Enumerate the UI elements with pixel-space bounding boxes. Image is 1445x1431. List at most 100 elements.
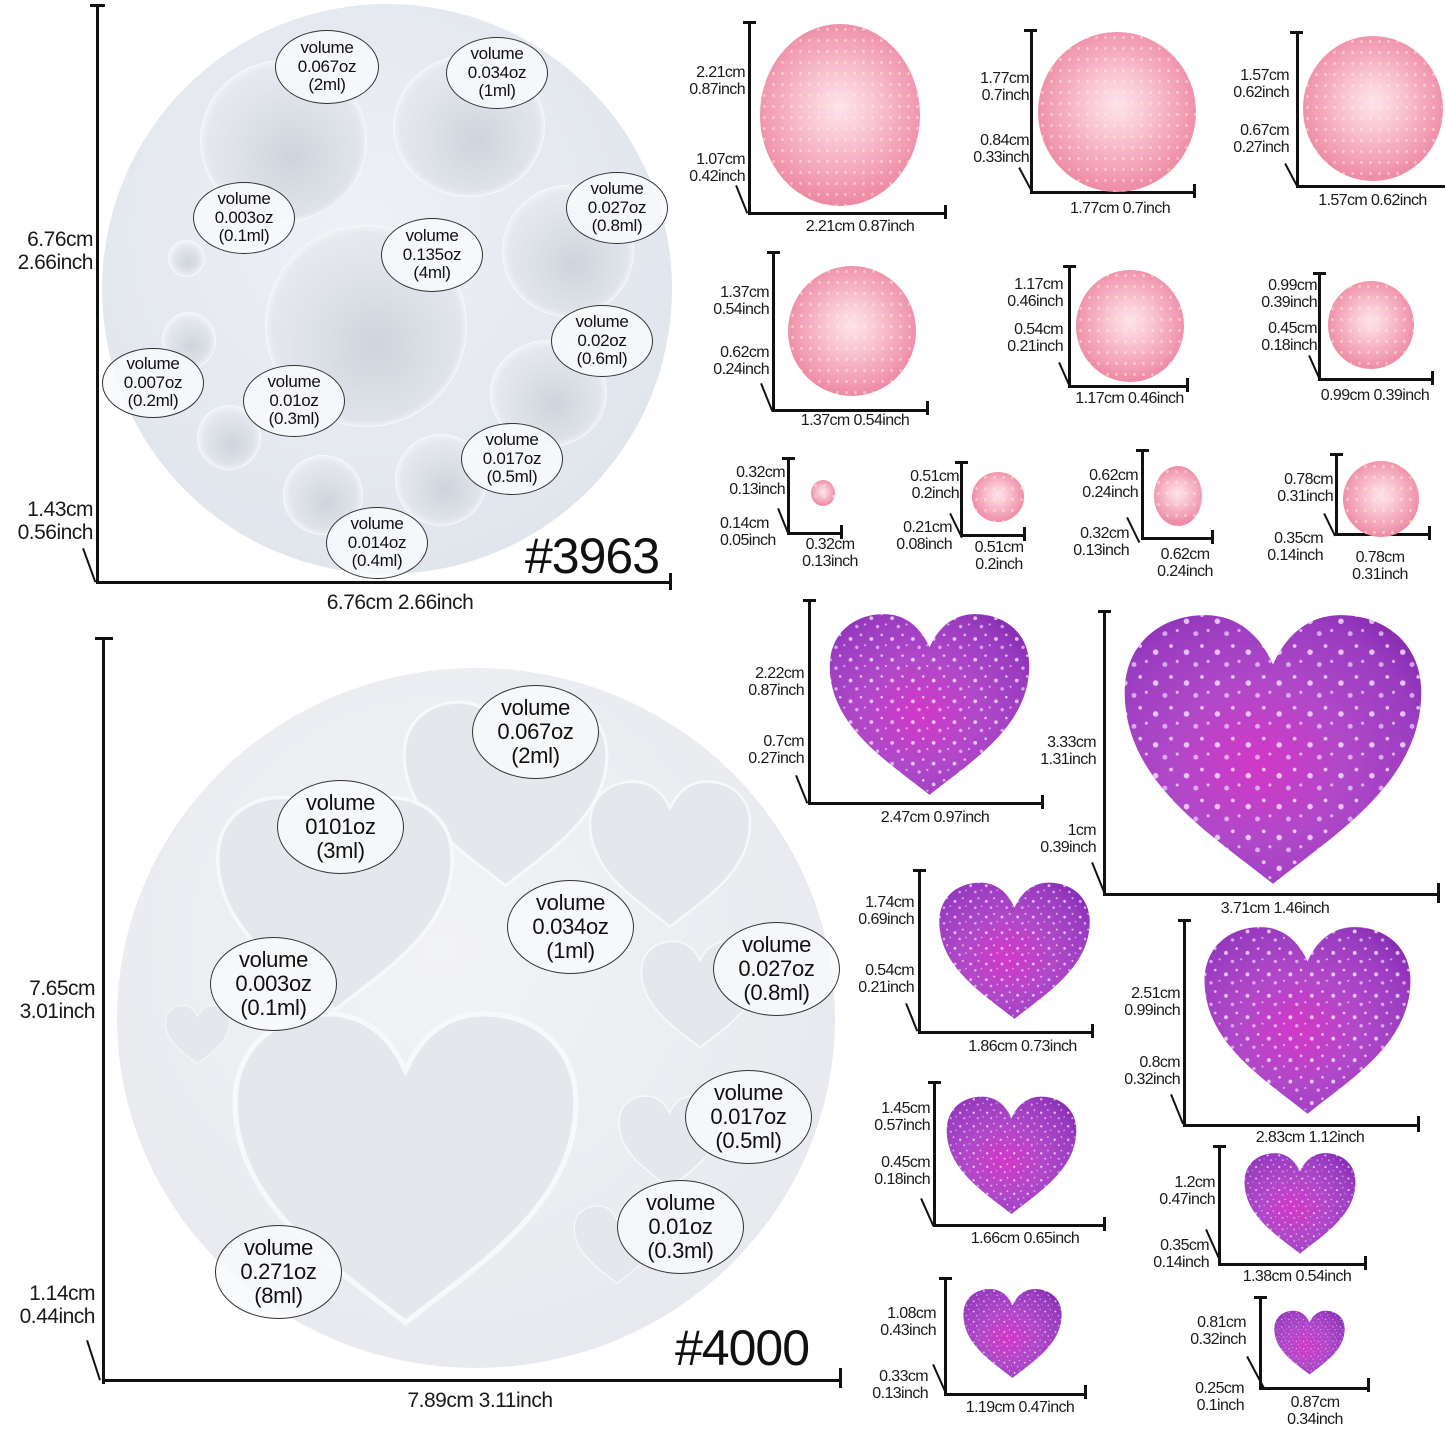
- axis-cap: [803, 599, 816, 602]
- width-label: 1.77cm 0.7inch: [1069, 200, 1171, 217]
- axis-cap: [1091, 1024, 1094, 1038]
- height-axis: [772, 252, 775, 412]
- volume-callout: volume 0.003oz (0.1ml): [210, 937, 337, 1031]
- width-axis: [1259, 1387, 1369, 1390]
- depth-line: [1170, 1094, 1184, 1125]
- width-label: 3.71cm 1.46inch: [1220, 900, 1330, 917]
- purple-heart: [1112, 612, 1434, 890]
- axis-cap: [1103, 1217, 1106, 1231]
- axis-cap: [1431, 371, 1434, 385]
- mold-3963-depth-line: [82, 548, 97, 583]
- height-axis: [1296, 32, 1299, 188]
- pink-sphere: [1076, 270, 1184, 382]
- height-axis: [918, 870, 921, 1034]
- width-axis: [960, 534, 1025, 537]
- volume-callout: volume 0.007oz (0.2ml): [102, 348, 204, 418]
- volume-callout: volume 0.135oz (4ml): [381, 218, 483, 292]
- axis-cap: [944, 205, 947, 219]
- axis-cap: [1417, 1116, 1420, 1132]
- mold-3963-height-axis-cap: [90, 4, 105, 7]
- depth-line: [735, 185, 749, 214]
- height-axis: [787, 458, 790, 535]
- volume-callout: volume 0.067oz (2ml): [275, 30, 379, 104]
- purple-heart: [1272, 1310, 1347, 1376]
- axis-cap: [928, 1081, 941, 1084]
- pink-sphere: [1154, 466, 1202, 526]
- axis-cap: [743, 21, 756, 24]
- width-label: 1.37cm 0.54inch: [800, 412, 910, 429]
- width-label: 1.38cm 0.54inch: [1242, 1268, 1352, 1285]
- pink-sphere: [1038, 32, 1196, 192]
- volume-callout: volume 0.02oz (0.6ml): [551, 305, 653, 377]
- width-label: 1.17cm 0.46inch: [1075, 390, 1184, 407]
- volume-callout: volume 0.017oz (0.5ml): [461, 423, 563, 495]
- height-axis: [1318, 273, 1321, 381]
- height-axis: [748, 22, 751, 215]
- width-axis: [1030, 191, 1195, 194]
- axis-cap: [939, 1277, 952, 1280]
- mold-4000-width-axis-cap: [839, 1368, 842, 1388]
- axis-cap: [1084, 1385, 1087, 1399]
- axis-cap: [955, 461, 968, 464]
- mold-3963-model-number: #3963: [525, 528, 660, 584]
- cavity: [168, 240, 205, 277]
- axis-cap: [1367, 1378, 1370, 1392]
- height-axis: [960, 462, 963, 537]
- volume-callout: volume 0.003oz (0.1ml): [193, 182, 295, 254]
- mold-4000-model-number: #4000: [675, 1320, 810, 1376]
- width-label: 2.83cm 1.12inch: [1255, 1129, 1365, 1146]
- volume-callout: volume 0.014oz (0.4ml): [326, 507, 428, 579]
- axis-cap: [1186, 378, 1189, 392]
- axis-cap: [1364, 1256, 1367, 1270]
- pink-sphere: [1303, 36, 1443, 181]
- axis-cap: [926, 401, 929, 415]
- width-axis: [918, 1031, 1093, 1034]
- width-label: 2.47cm 0.97inch: [880, 809, 990, 826]
- mold-4000-height-label: 7.65cm 3.01inch: [19, 977, 96, 1023]
- width-axis: [1218, 1263, 1366, 1266]
- height-axis: [1183, 920, 1186, 1127]
- mold-3963-width-axis: [96, 581, 672, 584]
- mold-4000-width-axis: [102, 1379, 842, 1382]
- volume-callout: volume 0.034oz (1ml): [507, 880, 634, 974]
- width-label: 1.66cm 0.65inch: [970, 1230, 1080, 1247]
- mold-3963-width-axis-cap: [669, 573, 672, 590]
- height-axis: [933, 1082, 936, 1227]
- volume-callout: volume 0.271oz (8ml): [215, 1225, 342, 1319]
- mold-4000-height-axis: [102, 638, 105, 1384]
- depth-line: [905, 1003, 919, 1032]
- axis-cap: [1193, 184, 1196, 198]
- width-axis: [1183, 1124, 1419, 1127]
- axis-cap: [1254, 1296, 1267, 1299]
- width-axis: [1296, 185, 1445, 188]
- mold-4000-depth-label: 1.14cm 0.44inch: [19, 1282, 96, 1328]
- width-axis: [1318, 378, 1433, 381]
- width-label: 1.86cm 0.73inch: [968, 1038, 1077, 1055]
- volume-callout: volume 0.01oz (0.3ml): [243, 365, 345, 437]
